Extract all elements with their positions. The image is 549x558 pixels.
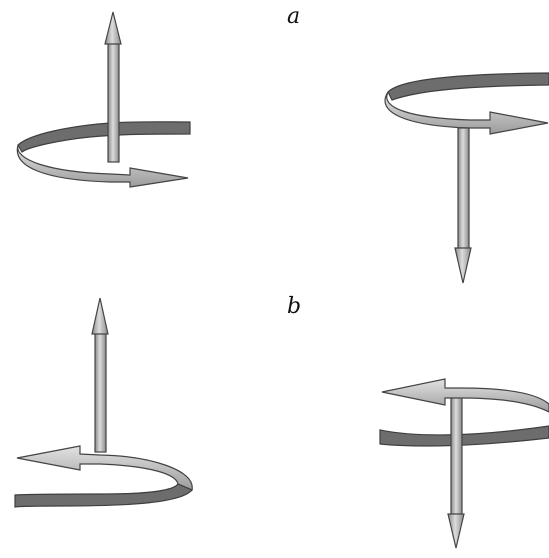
down-arrow (454, 127, 472, 284)
ribbon-front-segment (16, 144, 189, 188)
panel-label-b: b (287, 294, 302, 319)
up-arrow (91, 297, 109, 453)
panel-a-left-rotation (16, 11, 191, 188)
up-arrow (104, 11, 122, 163)
panel-label-a: a (287, 4, 301, 29)
down-arrow (447, 391, 465, 549)
ribbon-front-segment (16, 445, 193, 491)
ribbon-back-segment (387, 72, 549, 101)
panel-b-right-rotation (379, 378, 549, 549)
ribbon-front-segment (384, 91, 549, 135)
panel-a-right-rotation (384, 72, 549, 284)
ribbon-back-segment (17, 121, 191, 153)
ribbon-back-segment (14, 483, 193, 508)
ribbon-back-segment (379, 425, 549, 447)
panel-b-left-rotation (14, 297, 193, 508)
ribbon-front-segment (381, 378, 549, 413)
